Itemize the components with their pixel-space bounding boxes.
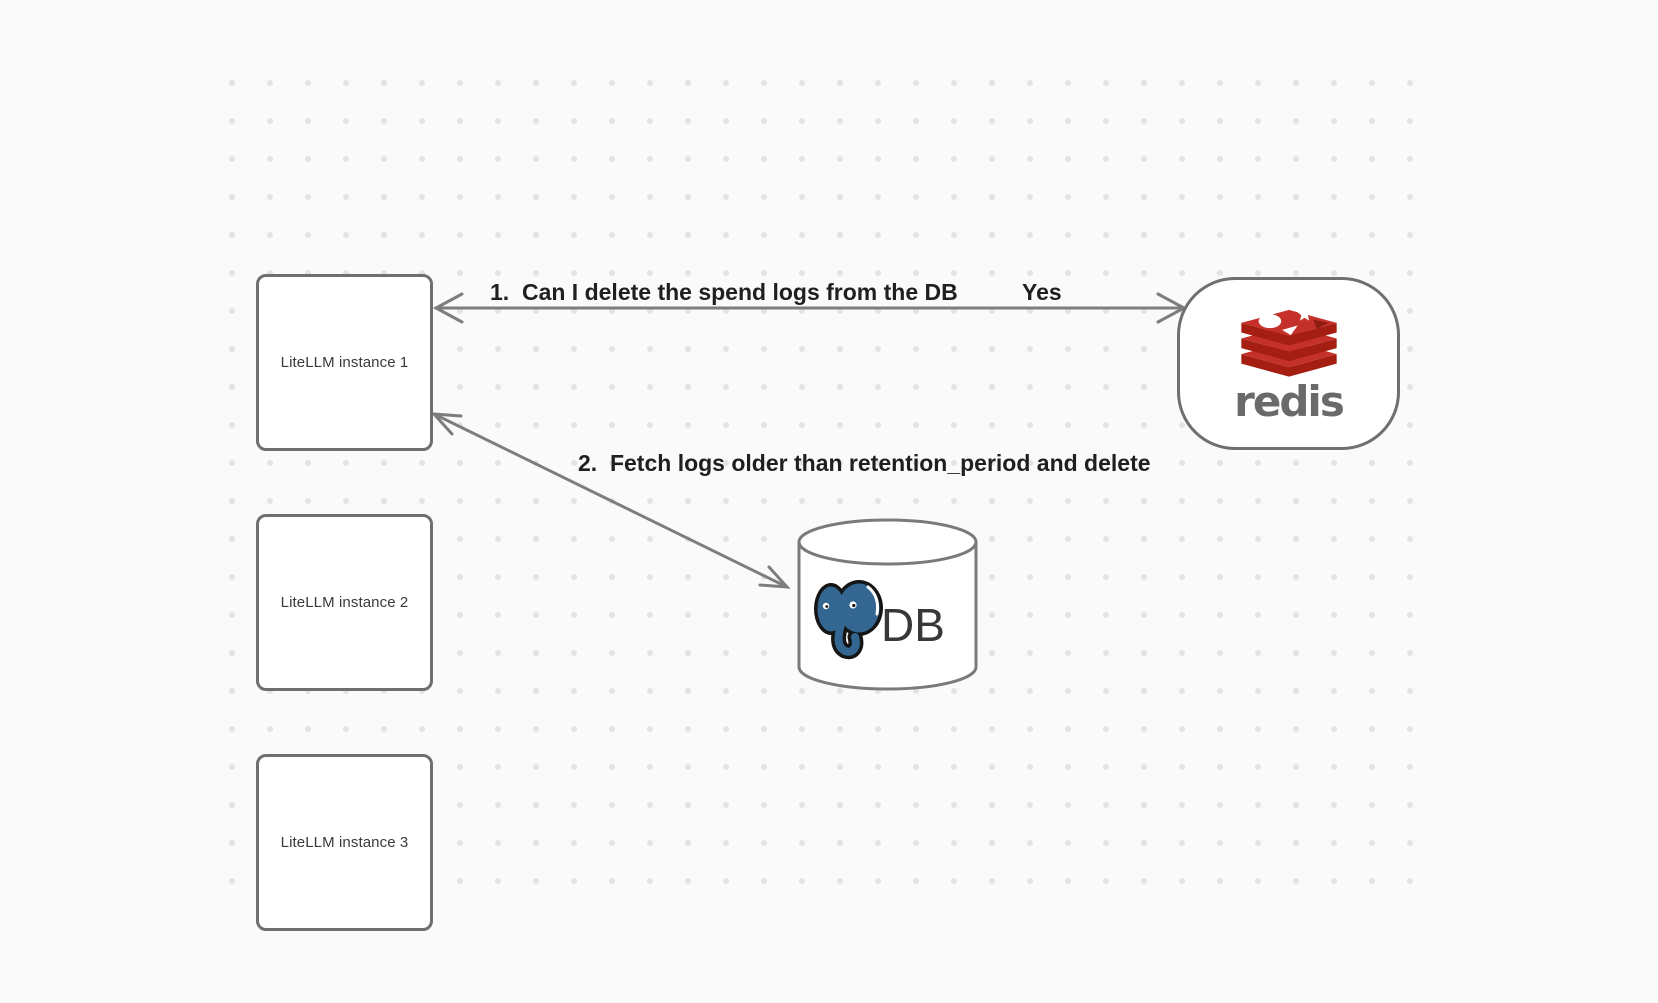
db-label: DB bbox=[881, 599, 945, 651]
litellm-instance-1-label: LiteLLM instance 1 bbox=[280, 354, 409, 371]
node-litellm-instance-3[interactable]: LiteLLM instance 3 bbox=[256, 754, 433, 931]
edge-fetch-and-delete[interactable] bbox=[430, 412, 791, 589]
redis-wordmark: redis bbox=[1234, 377, 1345, 426]
edge1-arrowhead-left-icon bbox=[432, 292, 464, 324]
node-db-cylinder[interactable]: DB bbox=[796, 517, 979, 694]
cylinder-top bbox=[797, 518, 978, 566]
edge2-arrowhead-bottom-icon bbox=[758, 565, 791, 589]
edge2-label: 2. Fetch logs older than retention_perio… bbox=[578, 450, 1151, 476]
node-redis[interactable]: redis bbox=[1177, 277, 1400, 450]
litellm-instance-2-label: LiteLLM instance 2 bbox=[280, 594, 409, 611]
litellm-instance-3-label: LiteLLM instance 3 bbox=[280, 834, 409, 851]
postgresql-elephant-icon bbox=[814, 580, 883, 660]
edge2-arrowhead-top-icon bbox=[430, 412, 463, 436]
redis-logo-icon bbox=[1240, 306, 1337, 377]
edge1-label: 1. Can I delete the spend logs from the … bbox=[490, 279, 958, 305]
node-litellm-instance-2[interactable]: LiteLLM instance 2 bbox=[256, 514, 433, 691]
edge2-line[interactable] bbox=[432, 412, 789, 589]
edge1-response-yes: Yes bbox=[1022, 279, 1062, 305]
node-litellm-instance-1[interactable]: LiteLLM instance 1 bbox=[256, 274, 433, 451]
